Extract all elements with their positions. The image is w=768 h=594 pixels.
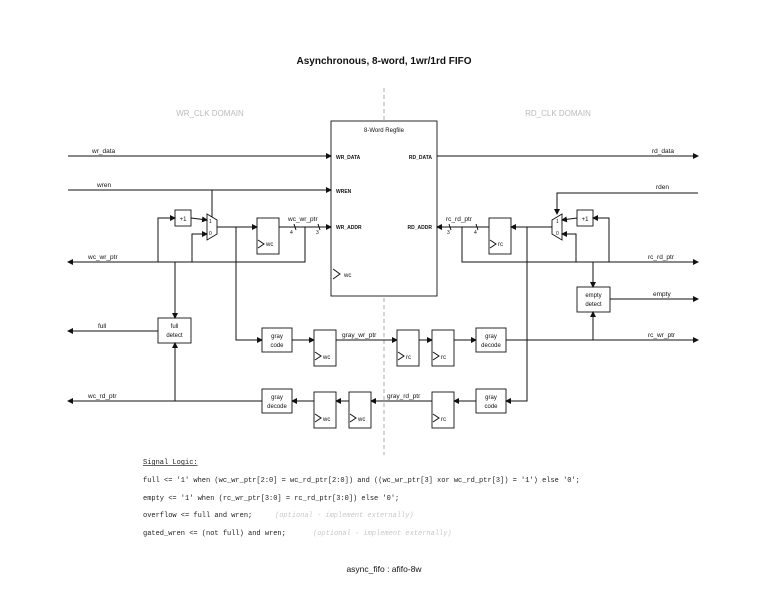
signal-logic-note-gated-wren: (optional - implement externally) [313,530,452,538]
wr-bus-width-4: 4 [290,230,293,236]
write-register-clock-icon [257,239,265,249]
wr-sync-rc-2-clock-label: rc [441,355,446,361]
gray-rd-rc-clock-icon [432,413,440,423]
write-mux-in1: 1 [209,219,212,225]
read-gray-decode-label-2: decode [481,343,501,349]
write-register-clock-label: wc [265,242,273,248]
wr-sync-rc-1-clock-icon [397,351,405,361]
empty-label: empty [653,291,671,298]
port-rd-addr: RD_ADDR [408,225,433,231]
write-gray-decode-label-2: decode [267,404,287,410]
wc-rd-ptr-label: wc_rd_ptr [87,393,117,400]
regfile-title: 8-Word Regfile [364,128,405,134]
write-domain-label: WR_CLK DOMAIN [176,109,244,118]
rd-sync-wc-2-clock-icon [314,413,322,423]
regfile-block: 8-Word Regfile WR_DATA WREN WR_ADDR RD_D… [330,120,438,297]
rden-wire [554,192,698,215]
write-mux-in0: 0 [209,231,212,237]
write-increment-label: +1 [180,217,188,223]
read-increment-label: +1 [582,217,590,223]
read-mux-in1: 1 [556,219,559,225]
write-feedback-to-mux0 [191,231,208,262]
signal-logic-line-overflow: overflow <= full and wren; [143,512,252,520]
diagram-title: Asynchronous, 8-word, 1wr/1rd FIFO [296,56,471,67]
wc-wr-ptr-label: wc_wr_ptr [87,254,118,261]
write-gray-decode-block [261,388,293,414]
wr-sync-rc-2-clock-icon [432,351,440,361]
signal-logic-line-empty: empty <= '1' when (rc_wr_ptr[3:0] = rc_r… [143,495,399,503]
wr-ptr-to-gray-code-wire [235,227,263,343]
read-register-clock-icon [489,239,497,249]
rc-rd-ptr-label: rc_rd_ptr [648,254,675,261]
rd-sync-wc-2-clock-label: wc [322,417,330,423]
read-gray-decode-label-1: gray [485,334,497,340]
gray-wr-ptr-label: gray_wr_ptr [342,332,377,339]
read-pointer-register [488,217,512,255]
gray-wr-wc-clock-icon [314,351,322,361]
wren-label: wren [96,182,111,189]
wc-wr-ptr-inline-label: wc_wr_ptr [287,216,318,223]
full-detect-block [157,317,192,344]
read-gray-code-block [475,388,507,414]
wr-bus-tick-1 [293,223,297,231]
rd-sync-wc-1-clock-label: wc [357,417,365,423]
wr-bus-width-3: 3 [316,230,319,236]
empty-detect-label-2: detect [585,302,602,308]
increment-to-mux-wire [190,216,208,223]
rd-bus-width-4: 4 [474,230,477,236]
read-register-clock-label: rc [498,242,503,248]
write-gray-code-label-1: gray [271,334,283,340]
full-detect-label-2: detect [166,333,183,339]
write-gray-code-block [261,327,293,353]
rc-rd-ptr-inline-label: rc_rd_ptr [446,216,473,223]
gray-rd-rc-clock-label: rc [441,417,446,423]
gray-rd-ptr-label: gray_rd_ptr [387,393,421,400]
read-gray-decode-block [475,327,507,353]
wc-wr-ptr-output-wire [67,227,306,265]
read-mux-in0: 0 [556,231,559,237]
footer-label: async_fifo : afifo-8w [346,564,422,574]
rd-bus-tick-1 [448,223,452,231]
rd-sync-wc-1-clock-icon [349,413,357,423]
rc-wr-ptr-label: rc_wr_ptr [648,332,676,339]
read-increment-to-mux-wire [561,216,578,223]
write-pointer-register [256,217,280,255]
wr-bus-tick-2 [317,223,321,231]
wr-sync-rc-1-clock-label: rc [406,355,411,361]
gray-wr-wc-clock-label: wc [322,355,330,361]
read-feedback-to-mux0 [561,231,577,262]
read-domain-label: RD_CLK DOMAIN [525,109,591,118]
write-gray-decode-label-1: gray [271,395,283,401]
signal-logic-line-full: full <= '1' when (wc_wr_ptr[2:0] = wc_rd… [143,477,580,485]
signal-logic-heading: Signal Logic: [143,459,198,467]
rden-label: rden [656,184,669,191]
rd-data-label: rd_data [652,148,674,155]
port-wren: WREN [336,189,352,195]
read-gray-code-label-1: gray [485,395,497,401]
full-label: full [98,323,107,330]
port-rd-data: RD_DATA [409,155,433,161]
full-detect-label-1: full [171,324,179,330]
wr-data-label: wr_data [91,148,116,155]
rc-rd-ptr-output-wire [461,227,699,265]
rd-ptr-to-gray-code-wire [505,227,528,404]
port-wr-data: WR_DATA [336,155,361,161]
regfile-clock-icon [332,268,341,280]
read-gray-code-label-2: code [484,404,498,410]
write-feedback-to-increment [157,215,176,262]
read-feedback-to-increment [592,215,610,262]
rd-bus-tick-2 [475,223,479,231]
port-wr-addr: WR_ADDR [336,225,362,231]
signal-logic-line-gated-wren: gated_wren <= (not full) and wren; [143,530,286,538]
empty-detect-block [576,286,611,313]
empty-detect-label-1: empty [585,293,601,299]
signal-logic-note-overflow: (optional - implement externally) [275,512,414,520]
write-gray-code-label-2: code [270,343,284,349]
rd-bus-width-3: 3 [447,230,450,236]
regfile-clock-label: wc [343,273,351,279]
